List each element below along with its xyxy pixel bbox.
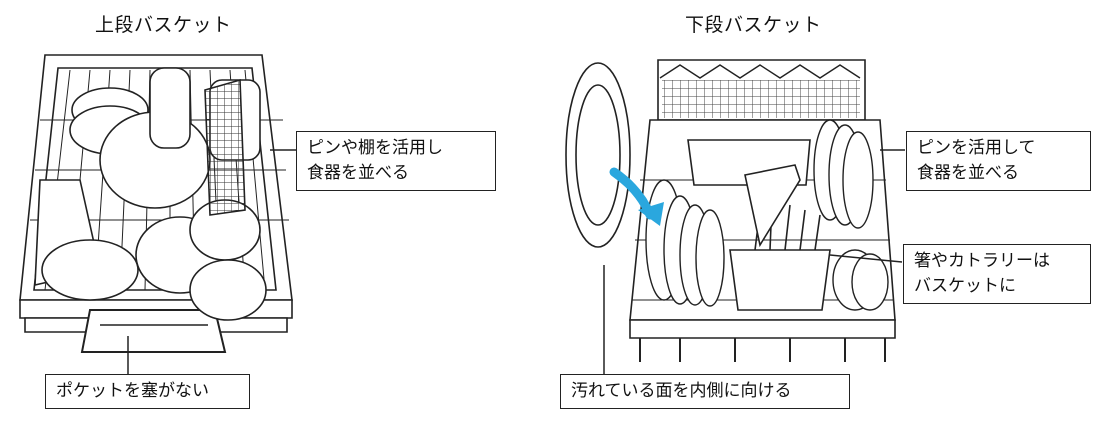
lower-cutlery-callout-line-1: 箸やカトラリーは [914,251,1050,271]
upper-dishes [34,67,267,321]
lower-basket-title: 下段バスケット [685,14,822,36]
lower-pins-callout: ピンを活用して 食器を並べる [906,131,1091,191]
upper-pocket-callout: ポケットを塞がない [45,374,250,409]
lower-cutlery-callout: 箸やカトラリーは バスケットに [903,244,1091,304]
upper-pins-callout-line-1: ピンや棚を活用し [307,138,443,158]
upper-pins-callout-line-2: 食器を並べる [307,163,409,183]
lower-plates [645,119,889,311]
lower-basket [565,59,896,362]
upper-basket-title: 上段バスケット [95,14,232,36]
upper-pocket [80,309,227,353]
lower-pins-callout-line-2: 食器を並べる [917,163,1019,183]
turn-arrow [609,167,664,226]
upper-basket [19,54,293,353]
lower-cutlery-callout-line-2: バスケットに [914,276,1016,296]
cutlery-basket [729,249,831,311]
cutlery [744,164,821,251]
upper-leader-lines [127,149,296,375]
upper-pins-callout: ピンや棚を活用し 食器を並べる [296,131,496,191]
lower-pins-callout-line-1: ピンを活用して [917,138,1036,158]
lower-plate-callout: 汚れている面を内側に向ける [560,374,850,409]
lower-leader-lines [603,149,905,375]
